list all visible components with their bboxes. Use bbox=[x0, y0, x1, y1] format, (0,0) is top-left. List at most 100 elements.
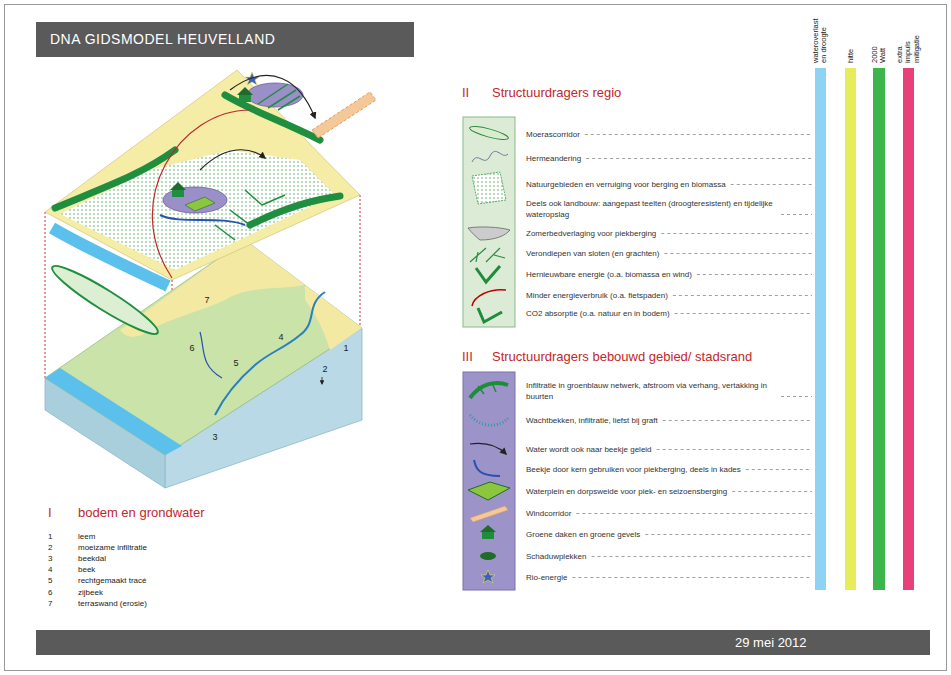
legend-item: Natuurgebieden en verruiging voor bergin… bbox=[526, 179, 726, 190]
callout-number: 7 bbox=[204, 295, 209, 305]
legend-item: Wachtbekken, infiltratie, liefst bij gra… bbox=[526, 415, 658, 426]
callout-number: 1 bbox=[343, 343, 348, 353]
title-text: DNA GIDSMODEL HEUVELLAND bbox=[50, 31, 275, 47]
landscape-sheet-part bbox=[47, 259, 163, 342]
landscape-sheet-part bbox=[152, 110, 250, 278]
soil-block-part bbox=[322, 377, 323, 384]
key-number: 4 bbox=[48, 565, 52, 575]
section-number: I bbox=[48, 505, 52, 521]
built-area-icon-panel-part bbox=[470, 415, 508, 425]
key-number: 3 bbox=[48, 554, 52, 564]
built-area-icon-panel-part bbox=[480, 552, 496, 560]
region-icon-panel-part bbox=[472, 290, 506, 306]
legend-item: Waterplein en dorpsweide voor piek- en s… bbox=[526, 486, 727, 497]
built-area-icon-panel-part bbox=[468, 482, 510, 500]
theme-column: hitte bbox=[845, 68, 856, 590]
leader-line bbox=[586, 158, 812, 159]
section-heading: Structuurdragers bebouwd gebied/ stadsra… bbox=[492, 349, 752, 365]
landscape-sheet-part bbox=[312, 92, 376, 138]
theme-column: 2000 Watt bbox=[873, 68, 885, 590]
region-icon-panel-part bbox=[476, 266, 500, 282]
landscape-sheet-part bbox=[160, 215, 245, 225]
landscape-sheet-part bbox=[200, 150, 265, 170]
landscape-sheet-part bbox=[230, 75, 315, 118]
legend-item: Verondiepen van sloten (en grachten) bbox=[526, 248, 659, 259]
built-area-icon-panel-part bbox=[481, 570, 495, 583]
leader-line bbox=[731, 184, 812, 185]
key-text: terraswand (erosie) bbox=[78, 599, 147, 609]
leader-line bbox=[675, 313, 812, 314]
leader-line bbox=[585, 134, 812, 135]
section-heading: Structuurdragers regio bbox=[492, 85, 621, 101]
legend-item: Water wordt ook naar beekje geleid bbox=[526, 444, 652, 455]
built-area-icon-panel-part bbox=[478, 383, 496, 394]
key-number: 5 bbox=[48, 576, 52, 586]
legend-item: Deels ook landbouw: aangepast teelten (d… bbox=[526, 198, 776, 220]
landscape-sheet-part bbox=[163, 187, 227, 213]
key-number: 1 bbox=[48, 532, 52, 542]
built-area-icon-panel-part bbox=[474, 460, 500, 476]
key-text: beek bbox=[78, 565, 95, 575]
built-area-icon-panel-part bbox=[480, 525, 496, 532]
landscape-sheet-part bbox=[250, 196, 340, 225]
landscape-sheet-part bbox=[237, 87, 253, 95]
callout-number: 5 bbox=[233, 358, 238, 368]
built-area-icon-panel-part bbox=[470, 383, 508, 398]
leader-line bbox=[746, 469, 812, 470]
region-icon-panel-part bbox=[463, 117, 515, 327]
landscape-sheet-part bbox=[185, 197, 215, 211]
soil-block-part bbox=[305, 285, 362, 350]
column-heading: hitte bbox=[847, 49, 855, 63]
region-icon-panel-part bbox=[469, 124, 510, 142]
legend-item: Groene daken en groene gevels bbox=[526, 529, 640, 540]
landscape-sheet-part bbox=[239, 95, 251, 102]
leader-line bbox=[781, 396, 812, 397]
leader-line bbox=[663, 420, 812, 421]
soil-block-part bbox=[45, 368, 182, 455]
leader-line bbox=[697, 274, 812, 275]
leader-line bbox=[576, 513, 812, 514]
landscape-sheet-part bbox=[170, 182, 186, 190]
column-heading: wateroverlast en droogte bbox=[812, 18, 829, 63]
region-icon-panel-part bbox=[468, 227, 510, 240]
leader-line bbox=[732, 491, 812, 492]
legend-item: Windcorridor bbox=[526, 508, 571, 519]
leader-line bbox=[673, 295, 812, 296]
legend-item: Zomerbedverlaging voor piekberging bbox=[526, 228, 656, 239]
theme-column: extra impuls mitigatie bbox=[903, 68, 914, 590]
callout-number: 2 bbox=[322, 364, 327, 374]
region-icon-panel-part bbox=[478, 308, 502, 322]
soil-block-part bbox=[45, 240, 362, 455]
callout-number: 3 bbox=[212, 432, 217, 442]
legend-item: Moerascorridor bbox=[526, 129, 580, 140]
section-number: III bbox=[462, 349, 473, 365]
leader-line bbox=[572, 577, 812, 578]
legend-item: Hermeandering bbox=[526, 153, 581, 164]
theme-column: wateroverlast en droogte bbox=[815, 68, 826, 590]
title-bar bbox=[36, 22, 414, 57]
projection-line-part bbox=[360, 195, 361, 328]
key-text: moeizame infiltratie bbox=[78, 543, 147, 553]
built-area-icon-panel bbox=[463, 372, 515, 590]
landscape-sheet-part bbox=[258, 84, 300, 110]
leader-line bbox=[645, 534, 812, 535]
callout-number: 4 bbox=[278, 332, 283, 342]
section-number: II bbox=[462, 85, 469, 101]
key-text: zijbeek bbox=[78, 588, 103, 598]
key-number: 6 bbox=[48, 588, 52, 598]
legend-item: Schaduwplekken bbox=[526, 551, 586, 562]
built-area-icon-panel-part bbox=[482, 532, 494, 539]
landscape-sheet bbox=[45, 70, 376, 341]
key-number: 7 bbox=[48, 599, 52, 609]
region-icon-panel-part bbox=[472, 172, 506, 204]
page-border bbox=[5, 5, 947, 671]
key-text: rechtgemaakt tracé bbox=[78, 576, 146, 586]
footer-bar: 29 mei 2012 bbox=[36, 630, 930, 655]
leader-line bbox=[591, 556, 812, 557]
key-text: leem bbox=[78, 532, 95, 542]
column-heading: 2000 Watt bbox=[871, 46, 888, 63]
built-area-icon-panel-part bbox=[470, 506, 508, 522]
legend-item: Beekje door kern gebruiken voor piekberg… bbox=[526, 464, 741, 475]
